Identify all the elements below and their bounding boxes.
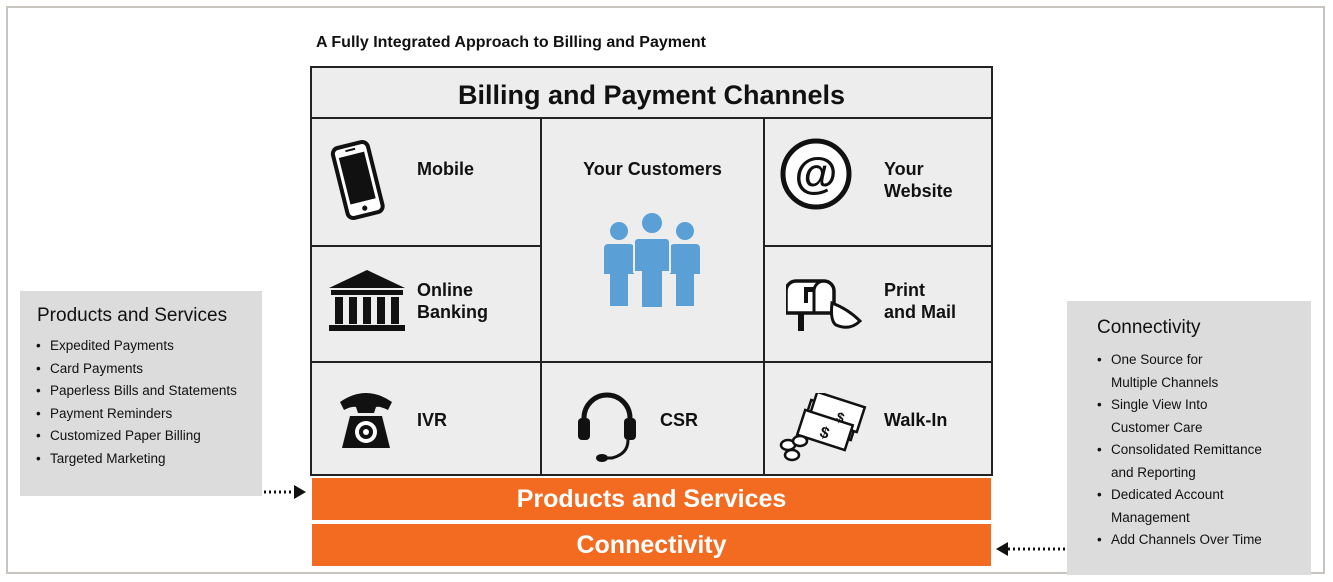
at-sign-icon: @ <box>778 136 854 217</box>
bank-icon <box>326 268 408 339</box>
grid-divider-h1-right <box>763 245 991 247</box>
walkin-label: Walk-In <box>884 410 948 430</box>
diagram-heading: A Fully Integrated Approach to Billing a… <box>316 34 706 51</box>
mailbox-icon <box>784 273 866 338</box>
cell-csr: CSR <box>660 409 698 431</box>
left-dotted-arrow-icon <box>264 485 306 499</box>
connectivity-box: Connectivity One Source for Multiple Cha… <box>1067 301 1311 575</box>
cell-customers: Your Customers <box>540 158 765 180</box>
products-services-bar: Products and Services <box>312 478 991 520</box>
mobile-phone-icon <box>330 138 386 229</box>
cell-print-mail: Print and Mail <box>884 279 956 323</box>
products-services-box: Products and Services Expedited Payments… <box>20 291 262 496</box>
grid-divider-v2 <box>763 119 765 476</box>
cell-walkin: Walk-In <box>884 409 947 431</box>
print-label-line1: Print <box>884 280 926 300</box>
connectivity-list-item: Add Channels Over Time <box>1097 529 1311 552</box>
connectivity-list-item-cont: and Reporting <box>1111 464 1196 480</box>
connectivity-list-item-cont: Customer Care <box>1111 419 1203 435</box>
products-list-item: Customized Paper Billing <box>36 425 262 448</box>
connectivity-box-title: Connectivity <box>1097 317 1201 338</box>
cell-online-banking: Online Banking <box>417 279 488 323</box>
cell-mobile: Mobile <box>417 158 474 180</box>
grid-title: Billing and Payment Channels <box>312 68 991 119</box>
connectivity-box-list: One Source for Multiple Channels Single … <box>1067 341 1311 552</box>
website-label-line2: Website <box>884 181 953 201</box>
cash-coins-icon: $ $ <box>776 390 876 468</box>
connectivity-list-item-cont: Management <box>1111 509 1190 525</box>
customers-label: Your Customers <box>583 159 722 179</box>
cell-website: Your Website <box>884 158 953 202</box>
grid-divider-h1-left <box>312 245 542 247</box>
website-label-line1: Your <box>884 159 924 179</box>
grid-divider-v1 <box>540 119 542 476</box>
products-list-item: Targeted Marketing <box>36 448 262 471</box>
svg-text:@: @ <box>795 149 838 198</box>
csr-label: CSR <box>660 410 699 430</box>
products-list-item: Card Payments <box>36 358 262 381</box>
products-box-list: Expedited Payments Card Payments Paperle… <box>20 329 262 470</box>
connectivity-list-item: One Source for <box>1097 349 1311 372</box>
connectivity-bar: Connectivity <box>312 524 991 566</box>
connectivity-list-item: Single View Into <box>1097 394 1311 417</box>
headset-icon <box>576 388 638 469</box>
grid-divider-h2 <box>312 361 991 363</box>
products-list-item: Paperless Bills and Statements <box>36 380 262 403</box>
online-label-line1: Online <box>417 280 474 300</box>
ivr-label: IVR <box>417 410 448 430</box>
cell-ivr: IVR <box>417 409 447 431</box>
connectivity-list-item: Consolidated Remittance <box>1097 439 1311 462</box>
diagram-frame <box>6 6 1325 574</box>
products-list-item: Payment Reminders <box>36 403 262 426</box>
connectivity-list-item-cont: Multiple Channels <box>1111 374 1219 390</box>
products-list-item: Expedited Payments <box>36 335 262 358</box>
telephone-icon <box>336 388 396 457</box>
mobile-label: Mobile <box>417 159 474 179</box>
connectivity-list-item: Dedicated Account <box>1097 484 1311 507</box>
channels-grid: Billing and Payment Channels Mobile Your… <box>310 66 993 476</box>
right-dotted-arrow-icon <box>996 542 1066 556</box>
products-box-title: Products and Services <box>37 305 228 326</box>
print-label-line2: and Mail <box>884 302 957 322</box>
customers-people-icon <box>602 210 702 315</box>
online-label-line2: Banking <box>417 302 489 322</box>
